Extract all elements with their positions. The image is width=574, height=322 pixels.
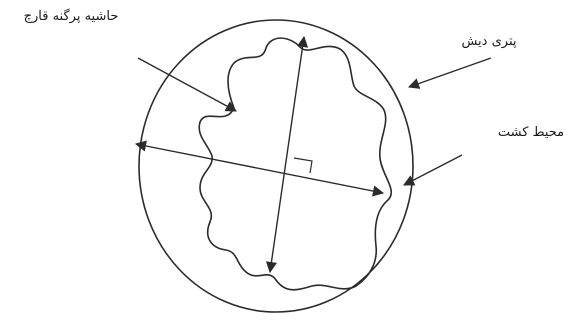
petri-dish-label: پتری دیش — [444, 34, 534, 50]
petri-dish-pointer — [409, 58, 491, 87]
vertical-diameter-arrow — [270, 37, 304, 272]
culture-medium-label: محیط کشت — [492, 125, 570, 141]
colony-outline — [199, 38, 391, 290]
horizontal-diameter-arrow — [136, 144, 383, 193]
right-angle-marker — [294, 158, 312, 173]
colony-edge-label: حاشیه پرگنه قارچ — [6, 9, 136, 25]
